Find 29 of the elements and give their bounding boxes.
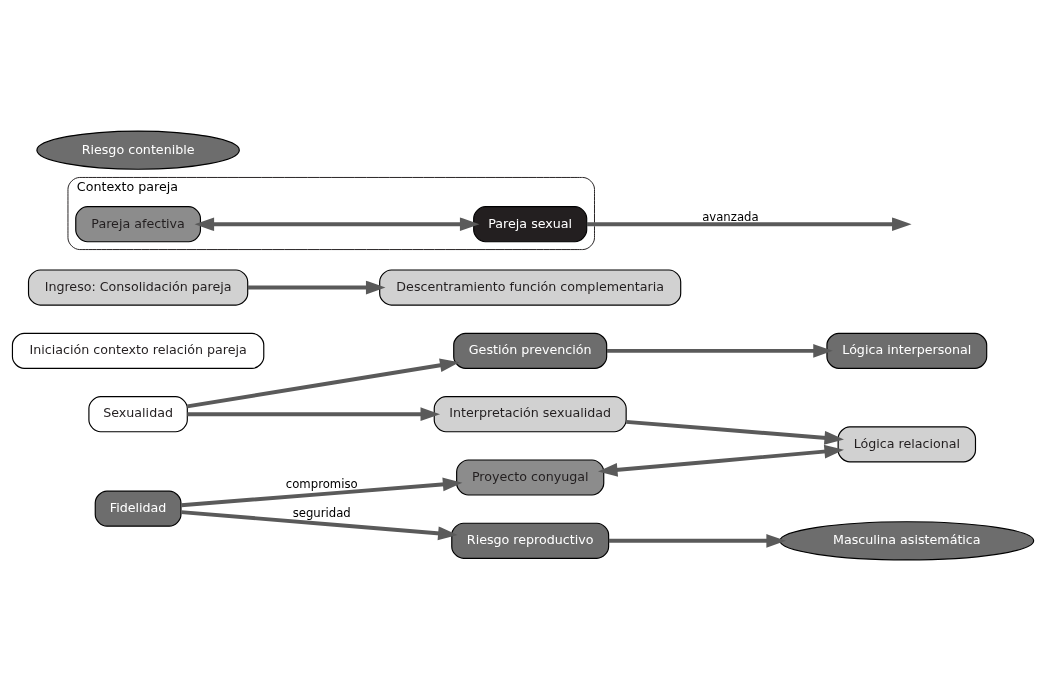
arrow [181,509,458,540]
node-box: Descentramiento función complementaria [379,268,682,306]
node-ellipse: Masculina asistemática [779,520,1035,560]
node-ellipse: Riesgo contenible [36,130,240,170]
edge-label: compromiso [285,476,358,491]
edge-label: seguridad [292,505,351,520]
arrow [181,477,463,507]
node-box: Fidelidad [94,490,182,527]
node-box: Gestión prevención [453,332,608,369]
arrow [626,419,844,445]
node-box: Pareja sexual [473,205,588,242]
arrow [607,343,833,358]
arrow [187,406,441,421]
arrow [608,533,786,548]
arrow [194,216,480,231]
node-box: Lógica relacional [837,425,977,462]
node-box: Riesgo reproductivo [451,522,610,559]
node-box: Sexualidad [88,395,188,432]
node-box: Pareja afectiva [75,205,202,242]
node-box: Lógica interpersonal [826,332,988,369]
node-box: Ingreso: Consolidación pareja [27,268,249,306]
arrow [597,444,844,477]
edge-label: avanzada [702,209,759,224]
arrow [586,216,912,231]
arrow [247,280,386,294]
node-box: Proyecto conyugal [456,458,605,496]
node-box: Interpretación sexualidad [433,395,627,432]
node-box: Iniciación contexto relación pareja [11,332,265,369]
arrow [187,358,460,408]
